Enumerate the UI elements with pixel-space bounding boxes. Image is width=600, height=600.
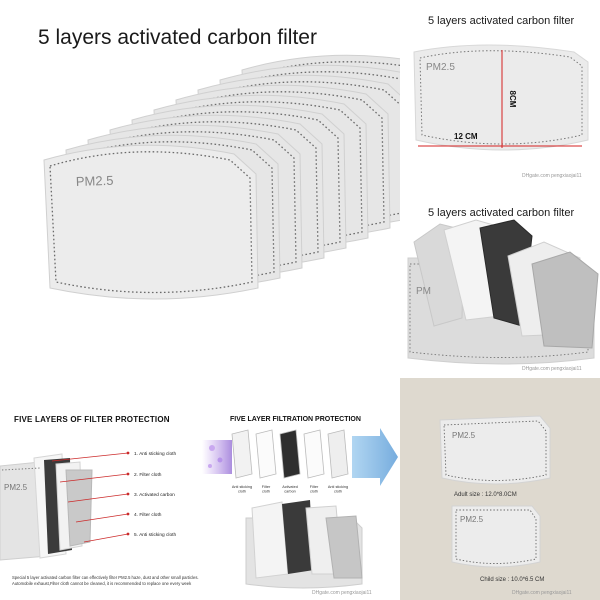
adult-size-label: Adult size : 12.0*8.0CM	[454, 492, 517, 498]
layer-label: 3. Activated carbon	[134, 492, 175, 498]
filtration-protection-panel: FIVE LAYER FILTRATION PROTECTION Anti st…	[202, 378, 398, 600]
filter-protection-diagram: PM2.5 1. Anti sticking cloth 2. Filter cl…	[0, 451, 199, 586]
dimensions-watermark: DHgate.com pengxiaojai11	[522, 173, 582, 179]
layer-leader-dot	[126, 492, 130, 496]
filter-protection-pm-label: PM2.5	[4, 483, 28, 492]
filter-layer-card	[231, 429, 253, 479]
dimensions-pm-label: PM2.5	[426, 62, 455, 73]
sizes-watermark: DHgate.com pengxiaojai11	[512, 590, 572, 596]
layer-leader-line	[83, 533, 129, 543]
sizes-panel: PM2.5 Adult size : 12.0*8.0CM PM2.5 Chil…	[400, 378, 600, 600]
polluted-air-flow	[202, 440, 232, 474]
layer-leader-line	[75, 513, 129, 523]
height-label: 8CM	[508, 91, 517, 108]
main-product-panel: 5 layers activated carbon filter PM2.5	[0, 0, 400, 376]
child-size-label: Child size : 10.0*6.5 CM	[480, 577, 544, 583]
adult-pm-label: PM2.5	[452, 431, 476, 440]
sizes-illustration: PM2.5 Adult size : 12.0*8.0CM PM2.5 Chil…	[439, 415, 572, 596]
layer-leader-line	[67, 493, 129, 503]
dimensions-panel: 5 layers activated carbon filter PM2.5 8…	[404, 0, 600, 196]
filter-layer-card	[279, 429, 301, 479]
filter-protection-title: FIVE LAYERS OF FILTER PROTECTION	[14, 415, 170, 424]
layer-label: 5. Anti sticking cloth	[134, 532, 176, 538]
main-title: 5 layers activated carbon filter	[38, 26, 317, 49]
child-pm-label: PM2.5	[460, 515, 484, 524]
stacked-filters-illustration: PM2.5	[43, 54, 400, 300]
layers-photo-pm-label: PM	[416, 286, 431, 297]
filter-layer-card	[303, 429, 325, 479]
layers-photo-illustration: PM DHgate.com pengxiaojai11	[407, 219, 599, 372]
filter-layer-card	[255, 429, 277, 479]
dimensions-title: 5 layers activated carbon filter	[428, 15, 575, 27]
filter-protection-panel: FIVE LAYERS OF FILTER PROTECTION PM2.5 1…	[0, 378, 200, 600]
layer-leader-line	[51, 452, 129, 462]
dimension-filter-illustration: PM2.5 8CM 12 CM DHgate.com pengxiaojai11	[413, 44, 589, 179]
layer-leader-dot	[126, 472, 130, 476]
footnote-line-2: Automobile exhaust,Filter cloth cannot b…	[12, 581, 192, 586]
layer-label: 1. Anti sticking cloth	[134, 451, 176, 457]
main-filter-pm-label: PM2.5	[76, 173, 114, 189]
layers-photo-panel: 5 layers activated carbon filter PM DHga…	[404, 198, 600, 376]
layer-label: 4. Filter cloth	[134, 512, 162, 518]
layers-photo-title: 5 layers activated carbon filter	[428, 207, 575, 219]
clean-air-arrow	[352, 428, 398, 486]
footnote-line-1: Special 5 layer activated carbon filter …	[12, 575, 199, 580]
layer-leader-dot	[126, 451, 130, 455]
filtration-watermark: DHgate.com pengxiaojai11	[312, 590, 372, 596]
layer-leader-dot	[126, 512, 130, 516]
filter-sheet	[43, 144, 259, 300]
width-label: 12 CM	[454, 132, 478, 141]
layer-leader-line	[59, 473, 129, 483]
layers-photo-watermark: DHgate.com pengxiaojai11	[522, 366, 582, 372]
layer-leader-dot	[126, 532, 130, 536]
layer-label: 2. Filter cloth	[134, 472, 162, 478]
filter-layer-card	[327, 429, 349, 479]
filtration-protection-title: FIVE LAYER FILTRATION PROTECTION	[230, 416, 361, 423]
stitch-dots	[49, 151, 253, 294]
